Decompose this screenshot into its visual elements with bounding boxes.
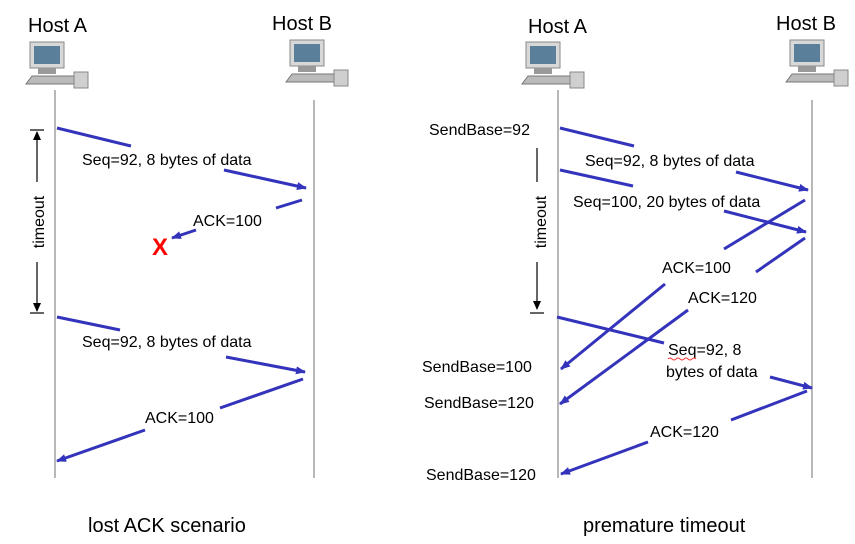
right-sendbase-120b-label: SendBase=120 [426, 467, 536, 484]
left-ack2-arrow-end [56, 428, 146, 463]
left-host-a-label: Host A [28, 15, 88, 37]
left-host-b-computer-icon [285, 39, 349, 87]
left-msg1-arrow-start [56, 126, 132, 148]
right-host-b-computer-icon [785, 39, 849, 87]
left-timeout-label: timeout [31, 195, 48, 248]
right-host-a-label: Host A [528, 16, 588, 38]
right-ack120b-arrow-end [560, 440, 649, 476]
right-ack120b-label: ACK=120 [650, 424, 719, 441]
left-caption: lost ACK scenario [88, 515, 246, 537]
right-sendbase-92-label: SendBase=92 [429, 122, 530, 139]
left-msg1-label: Seq=92, 8 bytes of data [82, 152, 252, 169]
right-host-b-label: Host B [776, 13, 836, 35]
spellcheck-underline [667, 357, 697, 361]
right-msg1-arrow-start [559, 126, 635, 148]
left-msg1-arrow-end [223, 168, 307, 190]
right-ack100-arrow-end [560, 282, 666, 371]
left-msg2-arrow-start [56, 315, 121, 332]
left-host-a-computer-icon [25, 41, 89, 89]
right-host-a-computer-icon [521, 41, 585, 89]
lost-packet-x-mark: X [152, 234, 168, 261]
right-msg2-arrow-start [559, 168, 634, 188]
right-ack120b-arrow-start [730, 389, 808, 422]
right-msg3-arrow-start [556, 315, 665, 345]
right-ack120-arrow-start [755, 236, 806, 274]
left-ack-lost-arrow-end [171, 228, 197, 240]
right-msg1-arrow-end [735, 170, 809, 192]
right-msg1-label: Seq=92, 8 bytes of data [585, 153, 755, 170]
left-timeout-bracket [30, 129, 44, 314]
left-host-b-label: Host B [272, 13, 332, 35]
right-ack120-label: ACK=120 [688, 290, 757, 307]
right-ack100-arrow-start [723, 198, 806, 251]
right-timeout-label: timeout [533, 195, 550, 248]
left-ack-lost-label: ACK=100 [193, 213, 262, 230]
right-msg2-arrow-end [723, 209, 807, 234]
right-caption: premature timeout [583, 515, 746, 537]
right-msg2-label: Seq=100, 20 bytes of data [573, 194, 760, 211]
left-msg2-arrow-end [225, 355, 306, 375]
right-ack120-arrow-end [559, 308, 689, 406]
right-sendbase-100-label: SendBase=100 [422, 359, 532, 376]
right-msg3-label-line1: Seq=92, 8 [668, 342, 742, 359]
left-ack2-label: ACK=100 [145, 410, 214, 427]
right-timeout-bracket [530, 148, 544, 314]
left-ack2-arrow-start [219, 377, 304, 410]
left-msg2-label: Seq=92, 8 bytes of data [82, 334, 252, 351]
right-ack100-label: ACK=100 [662, 260, 731, 277]
right-msg3-label-line2: bytes of data [666, 364, 758, 381]
right-msg3-arrow-end [769, 375, 813, 390]
left-ack-lost-arrow-start [275, 198, 303, 210]
right-sendbase-120a-label: SendBase=120 [424, 395, 534, 412]
